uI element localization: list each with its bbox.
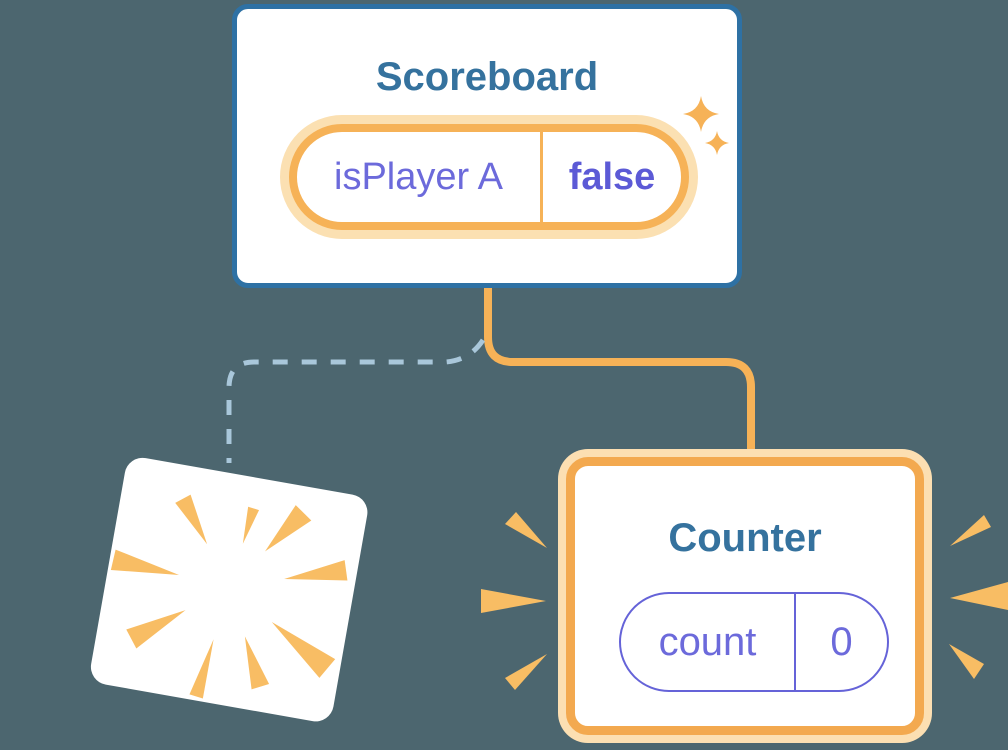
- emphasis-left-icon: [481, 512, 547, 690]
- dashed-connector-line: [226, 338, 486, 463]
- counter-title: Counter: [668, 516, 822, 560]
- scoreboard-title: Scoreboard: [375, 55, 599, 99]
- destroyed-component-card: [88, 455, 371, 725]
- emphasis-right-icon: [949, 515, 1008, 679]
- solid-connector-line: [484, 285, 755, 454]
- state-name-label: count: [658, 619, 757, 664]
- burst-icon: [110, 494, 348, 699]
- counter-card: Counter count 0: [566, 457, 924, 735]
- counter-state-pill: count 0: [619, 592, 889, 692]
- state-name-label: isPlayer A: [334, 155, 503, 198]
- scoreboard-card: Scoreboard isPlayer A false: [232, 4, 742, 288]
- state-value-label: false: [568, 155, 656, 198]
- pill-divider: [540, 132, 543, 222]
- pill-divider: [794, 594, 796, 690]
- scoreboard-state-pill: isPlayer A false: [289, 124, 689, 230]
- state-value-label: 0: [830, 619, 853, 664]
